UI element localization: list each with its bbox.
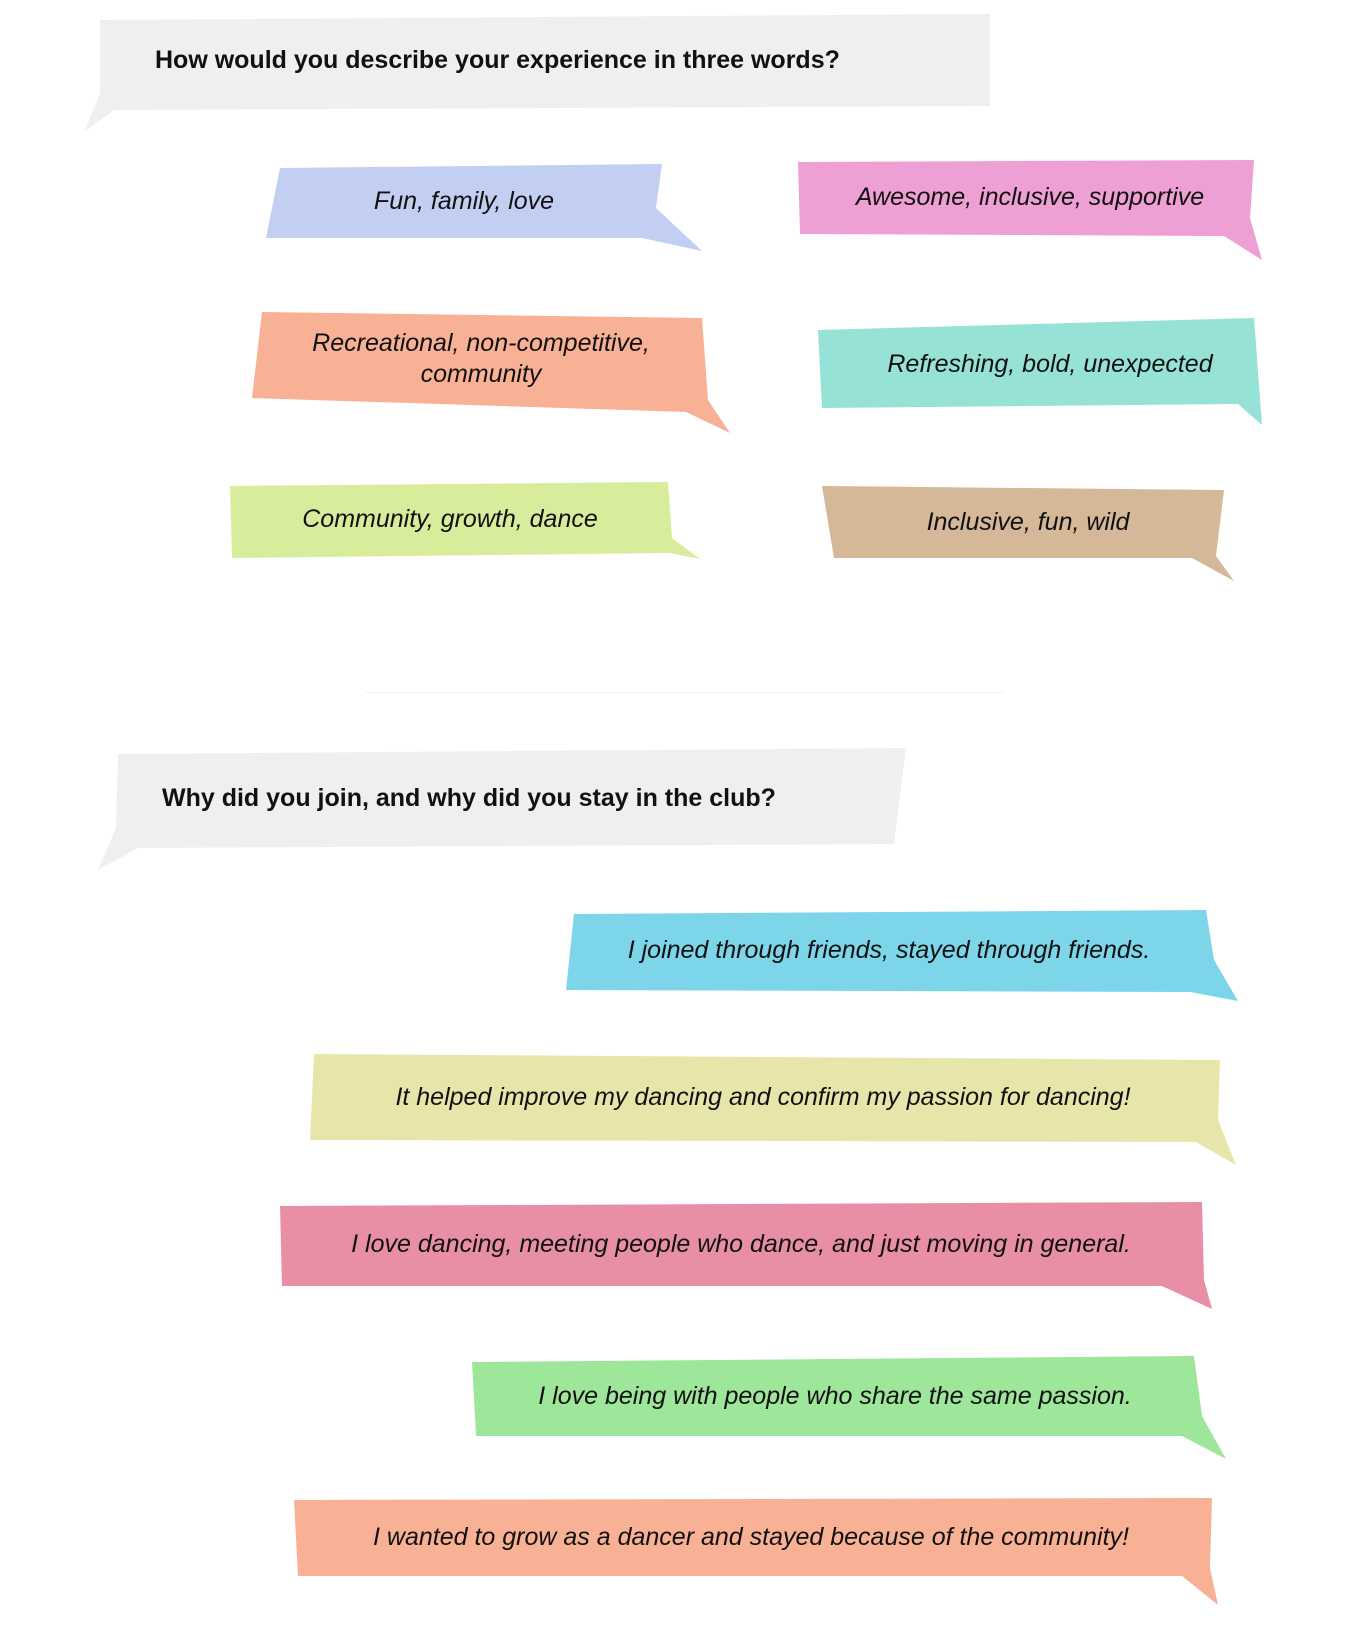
speech-bubble-shape (798, 160, 1262, 260)
speech-bubble-shape (266, 164, 702, 251)
question-text: Why did you join, and why did you stay i… (162, 783, 776, 812)
bubble-fill (252, 312, 730, 433)
question-text: How would you describe your experience i… (155, 45, 840, 74)
answer-bubble: It helped improve my dancing and confirm… (310, 1054, 1236, 1166)
answer-bubble: Inclusive, fun, wild (822, 486, 1234, 582)
speech-bubble-shape (98, 748, 906, 870)
answer-text: I wanted to grow as a dancer and stayed … (373, 1522, 1129, 1551)
bubble-fill (266, 164, 702, 251)
bubble-fill (566, 910, 1238, 1001)
answer-bubble: I joined through friends, stayed through… (566, 910, 1238, 1002)
answer-text: Awesome, inclusive, supportive (855, 182, 1205, 211)
answer-bubble: Fun, family, love (266, 164, 702, 252)
question-bubble-1: How would you describe your experience i… (84, 14, 990, 134)
section-divider (365, 692, 1005, 693)
answer-text: Refreshing, bold, unexpected (887, 349, 1213, 378)
answer-bubble: Recreational, non-competitive, community (252, 312, 730, 434)
answer-text: I love dancing, meeting people who dance… (351, 1229, 1131, 1258)
answer-text: Inclusive, fun, wild (926, 507, 1130, 536)
bubble-fill (98, 748, 906, 870)
speech-bubble-shape (822, 486, 1234, 581)
answer-text: Recreational, non-competitive, community (312, 329, 650, 388)
answer-text: I joined through friends, stayed through… (627, 935, 1151, 964)
answer-bubble: Awesome, inclusive, supportive (798, 160, 1262, 260)
answer-text: It helped improve my dancing and confirm… (395, 1082, 1131, 1111)
bubble-fill (822, 486, 1234, 581)
answer-text: Fun, family, love (373, 186, 555, 215)
speech-bubble-shape (252, 312, 730, 433)
answer-text: Community, growth, dance (302, 504, 598, 533)
speech-bubble-shape (472, 1356, 1226, 1459)
answer-text: I love being with people who share the s… (538, 1381, 1132, 1410)
bubble-fill (310, 1054, 1236, 1165)
bubble-fill (230, 482, 700, 559)
bubble-fill (818, 318, 1262, 425)
answer-bubble: I love being with people who share the s… (472, 1356, 1226, 1460)
question-bubble-2: Why did you join, and why did you stay i… (98, 748, 906, 870)
bubble-fill (280, 1202, 1212, 1309)
answer-bubble: Refreshing, bold, unexpected (818, 318, 1262, 426)
answer-bubble: I wanted to grow as a dancer and stayed … (294, 1498, 1218, 1606)
speech-bubble-shape (310, 1054, 1236, 1165)
bubble-fill (84, 14, 990, 132)
speech-bubble-shape (294, 1498, 1218, 1605)
speech-bubble-shape (84, 14, 990, 132)
bubble-fill (294, 1498, 1218, 1605)
speech-bubble-shape (818, 318, 1262, 425)
answer-bubble: Community, growth, dance (230, 482, 700, 560)
bubble-fill (798, 160, 1262, 260)
speech-bubble-shape (230, 482, 700, 559)
answer-bubble: I love dancing, meeting people who dance… (280, 1202, 1212, 1310)
speech-bubble-shape (566, 910, 1238, 1001)
bubble-fill (472, 1356, 1226, 1459)
speech-bubble-shape (280, 1202, 1212, 1309)
